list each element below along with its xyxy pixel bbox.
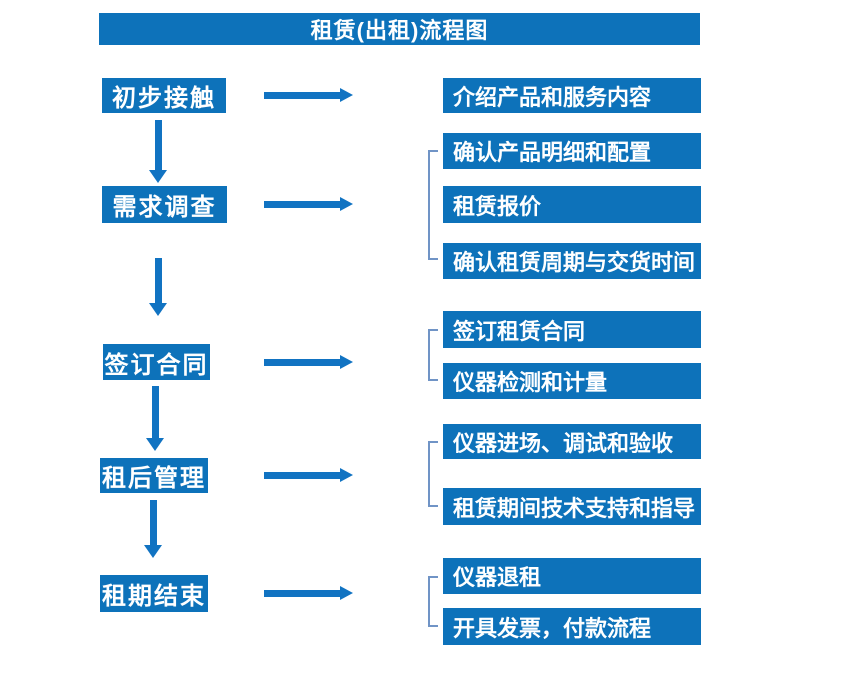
bracket-connector: [428, 441, 438, 507]
page-title: 租赁(出租)流程图: [99, 13, 700, 45]
detail-box-instrument-entry-acceptance: 仪器进场、调试和验收: [443, 424, 701, 459]
step-box-initial-contact: 初步接触: [102, 78, 226, 113]
step-box-post-rental-management: 租后管理: [100, 458, 208, 493]
bracket-connector: [428, 329, 438, 381]
detail-box-rental-quote: 租赁报价: [443, 186, 701, 223]
step-box-demand-survey: 需求调查: [102, 186, 227, 223]
step-box-sign-contract: 签订合同: [103, 344, 210, 380]
detail-box-confirm-rental-period-delivery: 确认租赁周期与交货时间: [443, 243, 701, 279]
detail-box-confirm-product-details: 确认产品明细和配置: [443, 133, 701, 169]
detail-box-instrument-inspection-measurement: 仪器检测和计量: [443, 363, 701, 399]
detail-box-invoice-payment-process: 开具发票，付款流程: [443, 608, 701, 645]
detail-box-sign-rental-contract: 签订租赁合同: [443, 311, 701, 348]
detail-box-instrument-return: 仪器退租: [443, 558, 701, 594]
bracket-connector: [428, 576, 438, 627]
bracket-connector: [428, 150, 438, 260]
detail-box-rental-technical-support: 租赁期间技术支持和指导: [443, 488, 701, 525]
detail-box-introduce-products-services: 介绍产品和服务内容: [443, 78, 701, 113]
step-box-rental-end: 租期结束: [100, 575, 208, 612]
